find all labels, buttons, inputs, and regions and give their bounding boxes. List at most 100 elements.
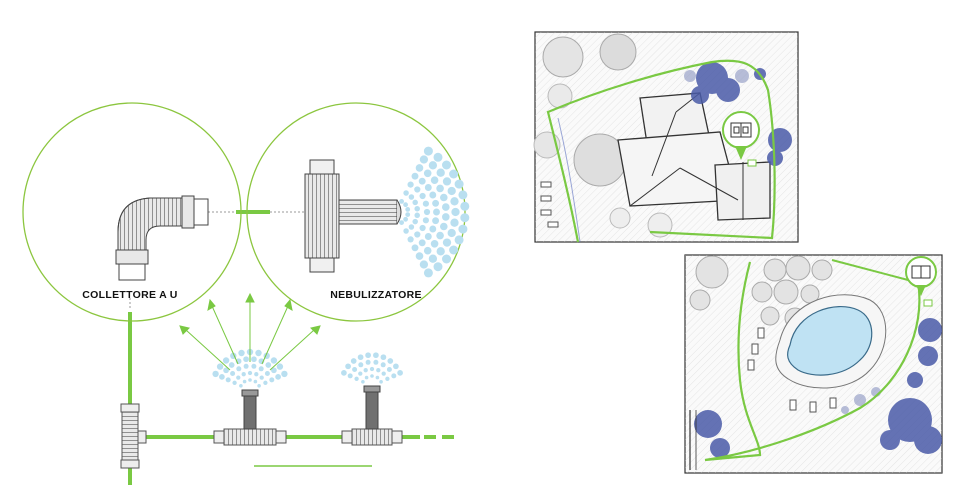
- mist-droplet: [451, 207, 460, 217]
- garden-plan-top: [533, 31, 799, 243]
- mist-droplet: [248, 378, 252, 382]
- mist-droplet: [361, 380, 365, 384]
- mister-label: NEBULIZZATORE: [330, 289, 422, 301]
- mist-droplet: [442, 160, 451, 170]
- sprinkler-fitting-2: [341, 385, 403, 446]
- mist-droplet: [265, 362, 272, 368]
- mist-droplet: [423, 169, 432, 178]
- mist-droplet: [432, 199, 440, 207]
- mist-droplet: [270, 357, 278, 364]
- mist-droplet: [243, 363, 249, 369]
- mist-droplet: [460, 201, 470, 211]
- mist-droplet: [436, 247, 445, 256]
- mist-droplet: [387, 358, 394, 364]
- mist-droplet: [264, 371, 270, 376]
- mist-droplet: [357, 354, 364, 361]
- mist-droplet: [436, 184, 444, 193]
- mist-droplet: [375, 375, 380, 380]
- mist-droplet: [423, 208, 431, 216]
- mist-droplet: [449, 169, 459, 179]
- mist-droplet: [424, 184, 432, 191]
- mist-droplet: [259, 375, 264, 380]
- mist-droplet: [414, 205, 420, 212]
- mist-droplet: [347, 373, 353, 379]
- u-elbow-icon: [115, 195, 209, 281]
- mist-droplet: [381, 371, 386, 376]
- mist-droplet: [379, 380, 383, 384]
- mist-droplet: [393, 363, 399, 370]
- u-manifold-detail-circle: [22, 102, 242, 322]
- mist-droplet: [253, 379, 258, 384]
- mist-droplet: [411, 244, 419, 252]
- mist-droplet: [212, 370, 219, 378]
- mist-droplet: [254, 372, 259, 377]
- mist-droplet: [414, 186, 421, 193]
- mist-droplet: [258, 366, 264, 372]
- mist-droplet: [228, 362, 235, 368]
- mist-droplet: [271, 367, 277, 374]
- mist-droplet: [450, 218, 459, 227]
- mist-droplet: [236, 366, 242, 372]
- mist-droplet: [222, 357, 230, 364]
- mist-droplet: [428, 161, 438, 170]
- mist-droplet: [399, 199, 404, 204]
- mist-droplet: [415, 164, 424, 172]
- mist-droplet: [385, 376, 390, 381]
- mist-droplet: [408, 194, 415, 200]
- mist-droplet: [403, 202, 408, 208]
- mist-droplet: [422, 217, 429, 224]
- mist-droplet: [225, 377, 231, 383]
- mist-droplet: [436, 168, 445, 177]
- mist-droplet: [432, 217, 440, 225]
- mist-droplet: [458, 224, 468, 234]
- mist-droplet: [373, 359, 379, 365]
- mist-droplet: [419, 155, 429, 164]
- mist-droplet: [363, 368, 368, 373]
- mist-droplet: [442, 254, 451, 264]
- mist-droplet: [433, 262, 443, 272]
- mist-droplet: [454, 235, 464, 245]
- mist-droplet: [442, 213, 450, 221]
- mist-droplet: [423, 268, 433, 278]
- mist-droplet: [442, 177, 452, 186]
- pool-icon: [787, 306, 873, 376]
- mist-droplet: [241, 372, 246, 377]
- mist-droplet: [405, 212, 411, 218]
- mist-droplet: [407, 181, 414, 188]
- mist-droplet: [414, 212, 420, 219]
- mist-droplet: [243, 356, 249, 363]
- supply-pipes: [128, 210, 454, 485]
- mist-droplet: [403, 228, 409, 234]
- mist-droplet: [424, 233, 432, 240]
- mist-droplet: [350, 358, 357, 364]
- mist-droplet: [449, 245, 459, 255]
- mist-droplet: [430, 176, 439, 184]
- mist-droplet: [433, 152, 443, 162]
- mist-droplet: [442, 238, 452, 247]
- mist-droplet: [454, 179, 464, 189]
- mist-droplet: [391, 373, 397, 379]
- mist-droplet: [386, 367, 392, 372]
- mister-head-icon: [304, 159, 402, 273]
- spray-fan-icon: [341, 352, 403, 384]
- mist-droplet: [397, 370, 403, 376]
- mist-droplet: [365, 359, 371, 365]
- mist-droplet: [376, 368, 381, 373]
- mist-droplet: [419, 192, 426, 200]
- mist-droplet: [257, 384, 261, 388]
- mist-droplet: [405, 207, 411, 212]
- mist-droplet: [232, 380, 237, 385]
- mist-droplet: [418, 239, 426, 247]
- mist-droplet: [352, 367, 358, 372]
- spray-fan-icon: [399, 146, 470, 278]
- mist-droplet: [411, 172, 419, 180]
- mist-droplet: [354, 376, 359, 381]
- mist-droplet: [365, 352, 371, 359]
- mist-droplet: [236, 375, 241, 380]
- mist-droplet: [281, 370, 288, 378]
- u-manifold-label: COLLETTORE A U: [82, 289, 177, 301]
- mist-droplet: [403, 190, 409, 196]
- mist-droplet: [460, 213, 470, 223]
- mist-droplet: [358, 371, 363, 376]
